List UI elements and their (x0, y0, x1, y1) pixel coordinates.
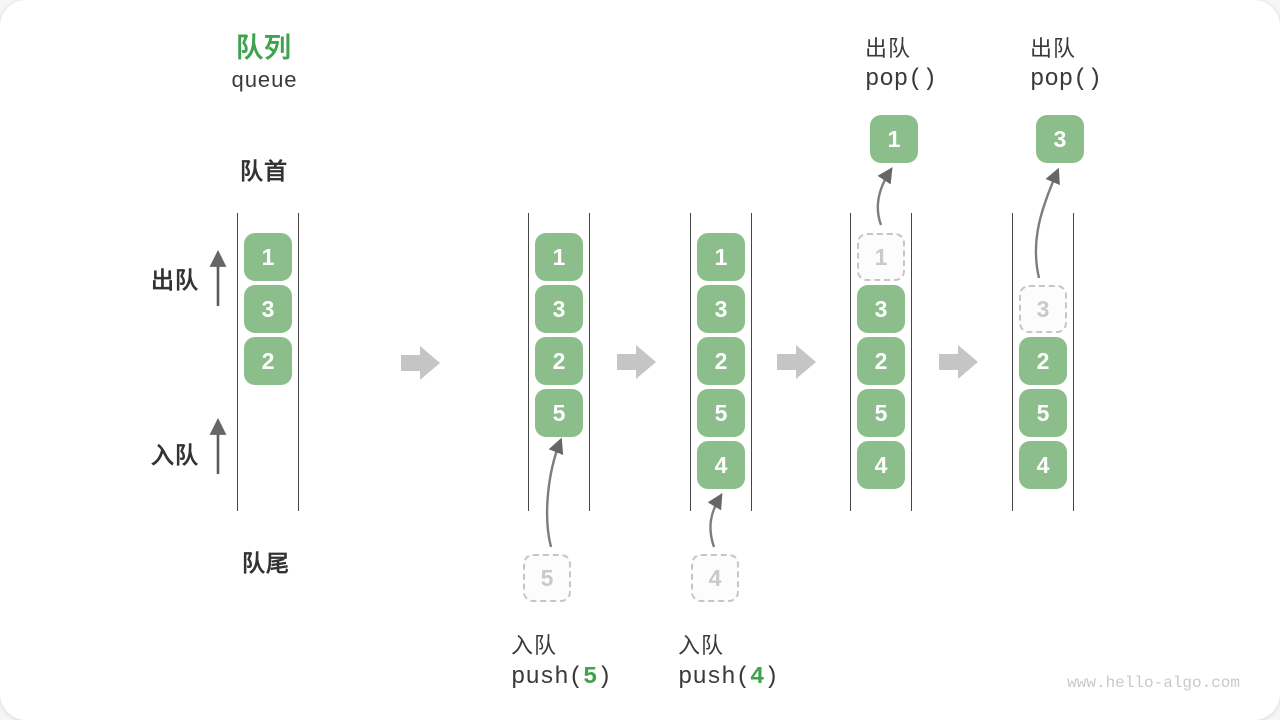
op-code-arg-3: 4 (750, 664, 765, 691)
op-label-2: 入队 (511, 633, 558, 658)
op-label-5: 出队 (1030, 36, 1077, 61)
popped-element-3: 3 (1036, 115, 1084, 163)
queue-walls-2 (528, 213, 590, 511)
queue-walls-1 (237, 213, 299, 511)
queue-2-slot-1-solid: 1 (535, 233, 583, 281)
op-code-pre-3: push( (678, 664, 751, 691)
diagram-subtitle: queue (231, 69, 298, 94)
label-dequeue-direction: 出队 (151, 267, 199, 293)
op-code-5: pop() (1030, 66, 1102, 93)
queue-3-slot-1-solid: 1 (697, 233, 745, 281)
queue-3-slot-5-solid: 4 (697, 441, 745, 489)
popped-element-1: 1 (870, 115, 918, 163)
op-code-post-3: ) (764, 664, 779, 691)
op-label-3: 入队 (678, 633, 725, 658)
op-code-pre-2: push( (511, 664, 584, 691)
queue-1-slot-3-solid: 2 (244, 337, 292, 385)
queue-2-slot-4-solid: 5 (535, 389, 583, 437)
op-code-pre-5: pop() (1030, 66, 1103, 93)
queue-5-slot-3-solid: 2 (1019, 337, 1067, 385)
queue-2-slot-2-solid: 3 (535, 285, 583, 333)
queue-walls-4 (850, 213, 912, 511)
queue-4-slot-3-solid: 2 (857, 337, 905, 385)
queue-walls-3 (690, 213, 752, 511)
staging-element-4: 4 (691, 554, 739, 602)
queue-3-slot-2-solid: 3 (697, 285, 745, 333)
label-queue-front: 队首 (240, 158, 288, 184)
queue-5-slot-5-solid: 4 (1019, 441, 1067, 489)
op-code-post-2: ) (597, 664, 612, 691)
queue-4-slot-2-solid: 3 (857, 285, 905, 333)
queue-walls-5 (1012, 213, 1074, 511)
queue-5-slot-4-solid: 5 (1019, 389, 1067, 437)
op-code-2: push(5) (511, 664, 612, 691)
queue-3-slot-3-solid: 2 (697, 337, 745, 385)
queue-4-slot-4-solid: 5 (857, 389, 905, 437)
queue-1-slot-1-solid: 1 (244, 233, 292, 281)
queue-5-slot-2-dashed: 3 (1019, 285, 1067, 333)
op-code-4: pop() (865, 66, 937, 93)
op-label-4: 出队 (865, 36, 912, 61)
queue-3-slot-4-solid: 5 (697, 389, 745, 437)
staging-element-5: 5 (523, 554, 571, 602)
queue-2-slot-3-solid: 2 (535, 337, 583, 385)
diagram-title: 队列 (236, 33, 292, 63)
op-code-3: push(4) (678, 664, 779, 691)
label-enqueue-direction: 入队 (151, 442, 199, 468)
op-code-pre-4: pop() (865, 66, 938, 93)
queue-1-slot-2-solid: 3 (244, 285, 292, 333)
queue-4-slot-5-solid: 4 (857, 441, 905, 489)
label-queue-rear: 队尾 (242, 550, 290, 576)
watermark: www.hello-algo.com (1067, 674, 1240, 692)
op-code-arg-2: 5 (583, 664, 598, 691)
queue-4-slot-1-dashed: 1 (857, 233, 905, 281)
